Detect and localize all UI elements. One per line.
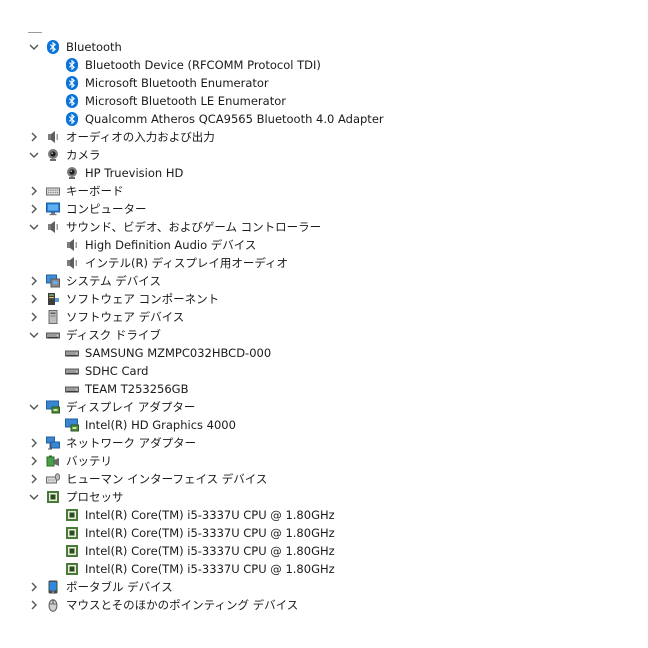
tree-item-label: ディスプレイ アダプター (66, 400, 196, 414)
chevron-right-icon[interactable] (28, 308, 40, 326)
tree-item-label: Intel(R) Core(TM) i5-3337U CPU @ 1.80GHz (85, 526, 335, 540)
chevron-right-icon[interactable] (28, 290, 40, 308)
tree-item-label: Qualcomm Atheros QCA9565 Bluetooth 4.0 A… (85, 112, 384, 126)
chevron-right-icon[interactable] (28, 470, 40, 488)
tree-item-label: キーボード (66, 184, 124, 198)
chevron-right-icon[interactable] (28, 596, 40, 614)
chevron-right-icon[interactable] (28, 128, 40, 146)
keyboard-icon (46, 184, 60, 198)
processor-icon (65, 526, 79, 540)
speaker-icon (46, 220, 60, 234)
disk-drive-icon (65, 382, 79, 396)
tree-item-label: Intel(R) Core(TM) i5-3337U CPU @ 1.80GHz (85, 508, 335, 522)
tree-item-label: ソフトウェア コンポーネント (66, 292, 220, 306)
processor-icon (65, 562, 79, 576)
bluetooth-icon (65, 76, 79, 90)
tree-item-label: システム デバイス (66, 274, 161, 288)
tree-item-label: Microsoft Bluetooth Enumerator (85, 76, 269, 90)
chevron-down-icon[interactable] (28, 146, 40, 164)
tree-item-label: インテル(R) ディスプレイ用オーディオ (85, 256, 289, 270)
bluetooth-icon (46, 40, 60, 54)
bluetooth-icon (65, 112, 79, 126)
speaker-icon (65, 256, 79, 270)
chevron-right-icon[interactable] (28, 452, 40, 470)
speaker-icon (65, 238, 79, 252)
chevron-down-icon[interactable] (28, 326, 40, 344)
chevron-right-icon[interactable] (28, 182, 40, 200)
processor-icon (46, 490, 60, 504)
software-device-icon (46, 310, 60, 324)
monitor-icon (46, 202, 60, 216)
chevron-down-icon[interactable] (28, 218, 40, 236)
tree-item-label: Microsoft Bluetooth LE Enumerator (85, 94, 286, 108)
tree-item-label: ディスク ドライブ (66, 328, 161, 342)
webcam-icon (65, 166, 79, 180)
chevron-down-icon[interactable] (28, 38, 40, 56)
webcam-icon (46, 148, 60, 162)
tree-item-label: Bluetooth Device (RFCOMM Protocol TDI) (85, 58, 321, 72)
scrolled-item-edge (28, 32, 42, 33)
tree-item-label: カメラ (66, 148, 101, 162)
chevron-down-icon[interactable] (28, 488, 40, 506)
tree-item-label: マウスとそのほかのポインティング デバイス (66, 598, 299, 612)
tree-item-label: Intel(R) Core(TM) i5-3337U CPU @ 1.80GHz (85, 544, 335, 558)
display-adapter-icon (46, 400, 60, 414)
bluetooth-icon (65, 94, 79, 108)
portable-device-icon (46, 580, 60, 594)
tree-item-label: オーディオの入力および出力 (66, 130, 215, 144)
tree-item-label: バッテリ (66, 454, 112, 468)
tree-item-label: Bluetooth (66, 40, 122, 54)
chevron-right-icon[interactable] (28, 272, 40, 290)
chevron-right-icon[interactable] (28, 578, 40, 596)
chevron-down-icon[interactable] (28, 398, 40, 416)
network-adapter-icon (46, 436, 60, 450)
tree-item-label: ソフトウェア デバイス (66, 310, 185, 324)
tree-item-label: ポータブル デバイス (66, 580, 173, 594)
tree-item-label: TEAM T253256GB (85, 382, 189, 396)
chevron-right-icon[interactable] (28, 434, 40, 452)
processor-icon (65, 508, 79, 522)
system-device-icon (46, 274, 60, 288)
bluetooth-icon (65, 58, 79, 72)
mouse-icon (46, 598, 60, 612)
tree-item-label: プロセッサ (66, 490, 124, 504)
tree-item-label: ネットワーク アダプター (66, 436, 197, 450)
processor-icon (65, 544, 79, 558)
tree-item-label: SDHC Card (85, 364, 149, 378)
disk-drive-icon (46, 328, 60, 342)
disk-drive-icon (65, 346, 79, 360)
battery-icon (46, 454, 60, 468)
tree-item-label: High Definition Audio デバイス (85, 238, 257, 252)
hid-icon (46, 472, 61, 486)
tree-item-label: SAMSUNG MZMPC032HBCD-000 (85, 346, 272, 360)
software-component-icon (46, 292, 60, 306)
speaker-icon (46, 130, 60, 144)
disk-drive-icon (65, 364, 79, 378)
tree-item-label: コンピューター (66, 202, 147, 216)
tree-item-label: ヒューマン インターフェイス デバイス (66, 472, 268, 486)
chevron-right-icon[interactable] (28, 200, 40, 218)
tree-item-label: Intel(R) HD Graphics 4000 (85, 418, 236, 432)
display-adapter-icon (65, 418, 79, 432)
tree-item-label: HP Truevision HD (85, 166, 184, 180)
tree-item-label: Intel(R) Core(TM) i5-3337U CPU @ 1.80GHz (85, 562, 335, 576)
tree-item-label: サウンド、ビデオ、およびゲーム コントローラー (66, 220, 322, 234)
